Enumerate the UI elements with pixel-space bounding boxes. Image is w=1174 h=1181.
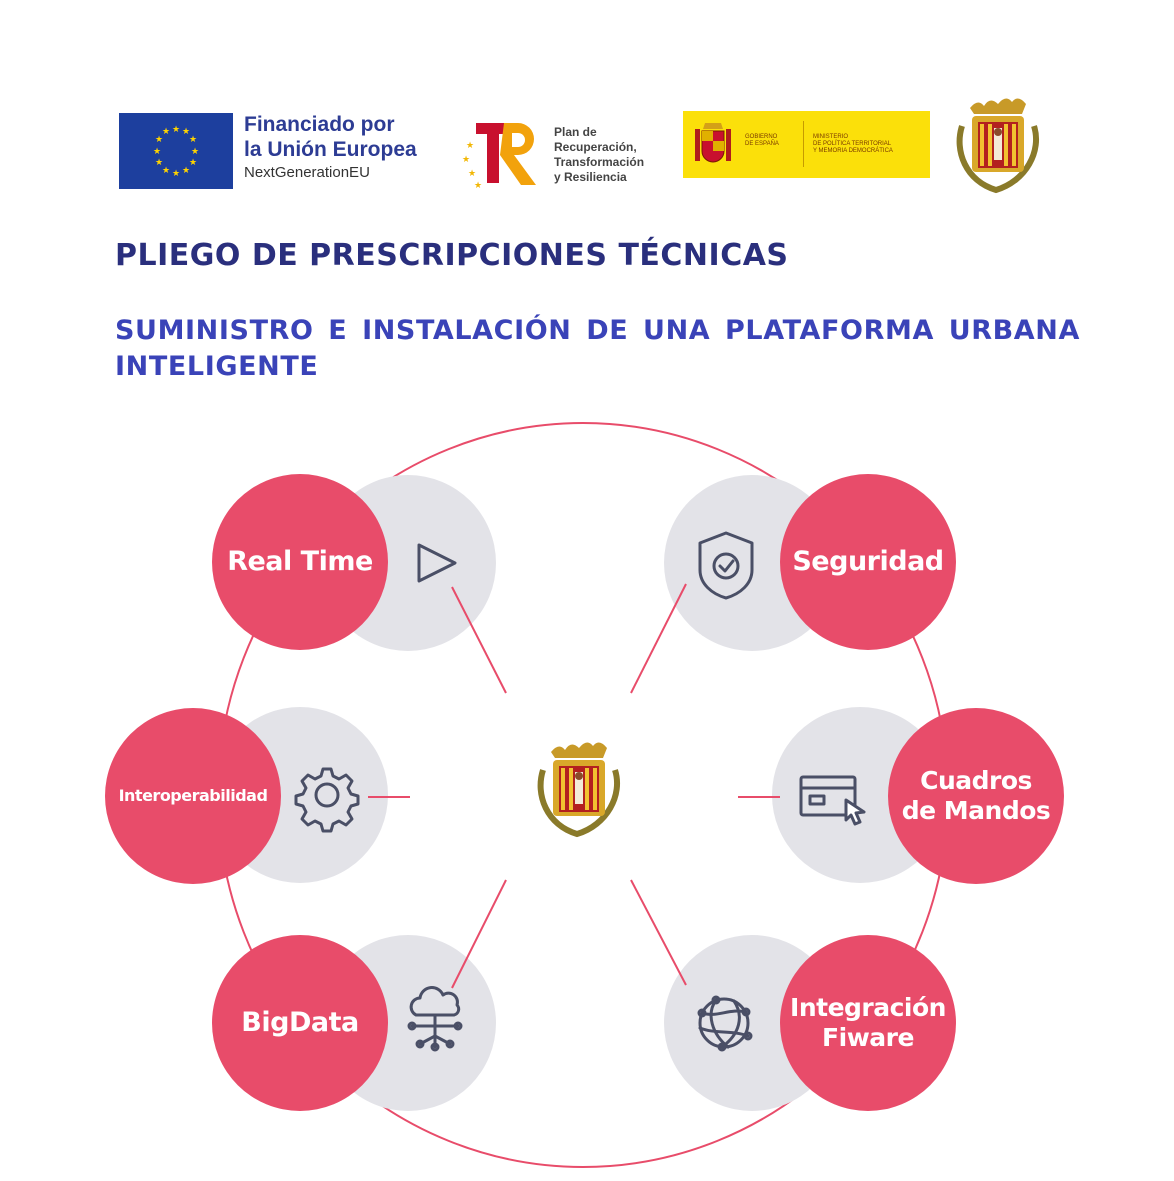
- svg-text:★: ★: [468, 169, 476, 179]
- svg-text:★: ★: [155, 135, 163, 145]
- node-label-cuadros-line-2: de Mandos: [901, 796, 1051, 825]
- node-label-real-time: Real Time: [227, 546, 373, 577]
- gov-line-2: DE ESPAÑA: [745, 141, 779, 147]
- node-label-integracion-fiware: Integración Fiware: [780, 935, 956, 1111]
- document-title: PLIEGO DE PRESCRIPCIONES TÉCNICAS: [115, 238, 789, 273]
- ministry-line-2: DE POLÍTICA TERRITORIAL: [813, 141, 892, 147]
- node-label-fiware-line-2: Fiware: [822, 1023, 914, 1052]
- node-circle-bigdata: [212, 935, 388, 1111]
- dashboard-card-icon: [799, 775, 866, 826]
- connector-fiware: [630, 879, 687, 986]
- node-label-cuadros-de-mandos: Cuadros de Mandos: [888, 708, 1064, 884]
- ministry-line-1: MINISTERIO: [813, 134, 849, 140]
- svg-text:★: ★: [182, 127, 190, 137]
- globe-network-icon: [697, 995, 753, 1052]
- svg-text:★: ★: [182, 166, 190, 176]
- eu-line-1: Financiado por: [244, 113, 395, 136]
- prtr-line-3: Transformación: [554, 155, 645, 169]
- node-circle-fiware: [780, 935, 956, 1111]
- svg-text:★: ★: [155, 158, 163, 168]
- eu-line-2: la Unión Europea: [244, 138, 417, 161]
- svg-text:★: ★: [162, 166, 170, 176]
- connector-seguridad: [630, 583, 687, 694]
- ministry-name: MINISTERIO DE POLÍTICA TERRITORIAL Y MEM…: [813, 134, 923, 155]
- play-icon: [417, 543, 457, 583]
- node-label-interoperabilidad: Interoperabilidad: [118, 786, 268, 805]
- node-circle-real-time: [212, 474, 388, 650]
- node-label-bigdata: BigData: [241, 1007, 359, 1038]
- connector-bigdata: [451, 879, 507, 989]
- eu-funding-text: Financiado por la Unión Europea NextGene…: [244, 112, 417, 184]
- node-circle-interoperabilidad: [105, 708, 281, 884]
- prtr-text: Plan de Recuperación, Transformación y R…: [554, 125, 644, 185]
- node-label-cuadros-line-1: Cuadros: [920, 766, 1032, 795]
- shield-check-icon: [698, 531, 754, 600]
- svg-text:★: ★: [153, 147, 161, 157]
- svg-text:★: ★: [189, 135, 197, 145]
- gear-icon: [294, 767, 360, 833]
- gov-divider: [803, 121, 804, 167]
- eu-flag-icon: ★ ★ ★ ★ ★ ★ ★ ★ ★ ★ ★ ★: [119, 113, 233, 189]
- prtr-line-2: Recuperación,: [554, 140, 637, 154]
- svg-text:★: ★: [162, 127, 170, 137]
- svg-text:★: ★: [172, 169, 180, 179]
- gov-line-1: GOBIERNO: [745, 134, 778, 140]
- prtr-logo-icon: ★ ★ ★ ★: [458, 118, 548, 191]
- cloud-network-icon: [407, 986, 463, 1052]
- svg-text:★: ★: [462, 155, 470, 165]
- svg-text:★: ★: [172, 125, 180, 135]
- svg-text:★: ★: [191, 147, 199, 157]
- coat-of-arms-icon: [537, 740, 621, 838]
- government-name: GOBIERNO DE ESPAÑA: [745, 134, 779, 148]
- eu-line-3: NextGenerationEU: [244, 164, 370, 181]
- node-label-fiware-line-1: Integración: [790, 993, 946, 1022]
- node-circle-cuadros: [888, 708, 1064, 884]
- node-circle-seguridad: [780, 474, 956, 650]
- document-subtitle: SUMINISTRO E INSTALACIÓN DE UNA PLATAFOR…: [115, 315, 1080, 382]
- connector-real-time: [451, 586, 507, 694]
- svg-text:★: ★: [189, 158, 197, 168]
- svg-text:★: ★: [466, 141, 474, 151]
- prtr-line-4: y Resiliencia: [554, 170, 627, 184]
- node-label-seguridad: Seguridad: [792, 546, 944, 577]
- prtr-line-1: Plan de: [554, 125, 597, 139]
- svg-text:★: ★: [474, 181, 482, 190]
- municipal-coat-of-arms-icon: [956, 96, 1040, 194]
- ministry-line-3: Y MEMORIA DEMOCRÁTICA: [813, 148, 893, 154]
- spain-coat-of-arms-icon: [693, 119, 733, 171]
- government-banner: GOBIERNO DE ESPAÑA MINISTERIO DE POLÍTIC…: [683, 111, 930, 178]
